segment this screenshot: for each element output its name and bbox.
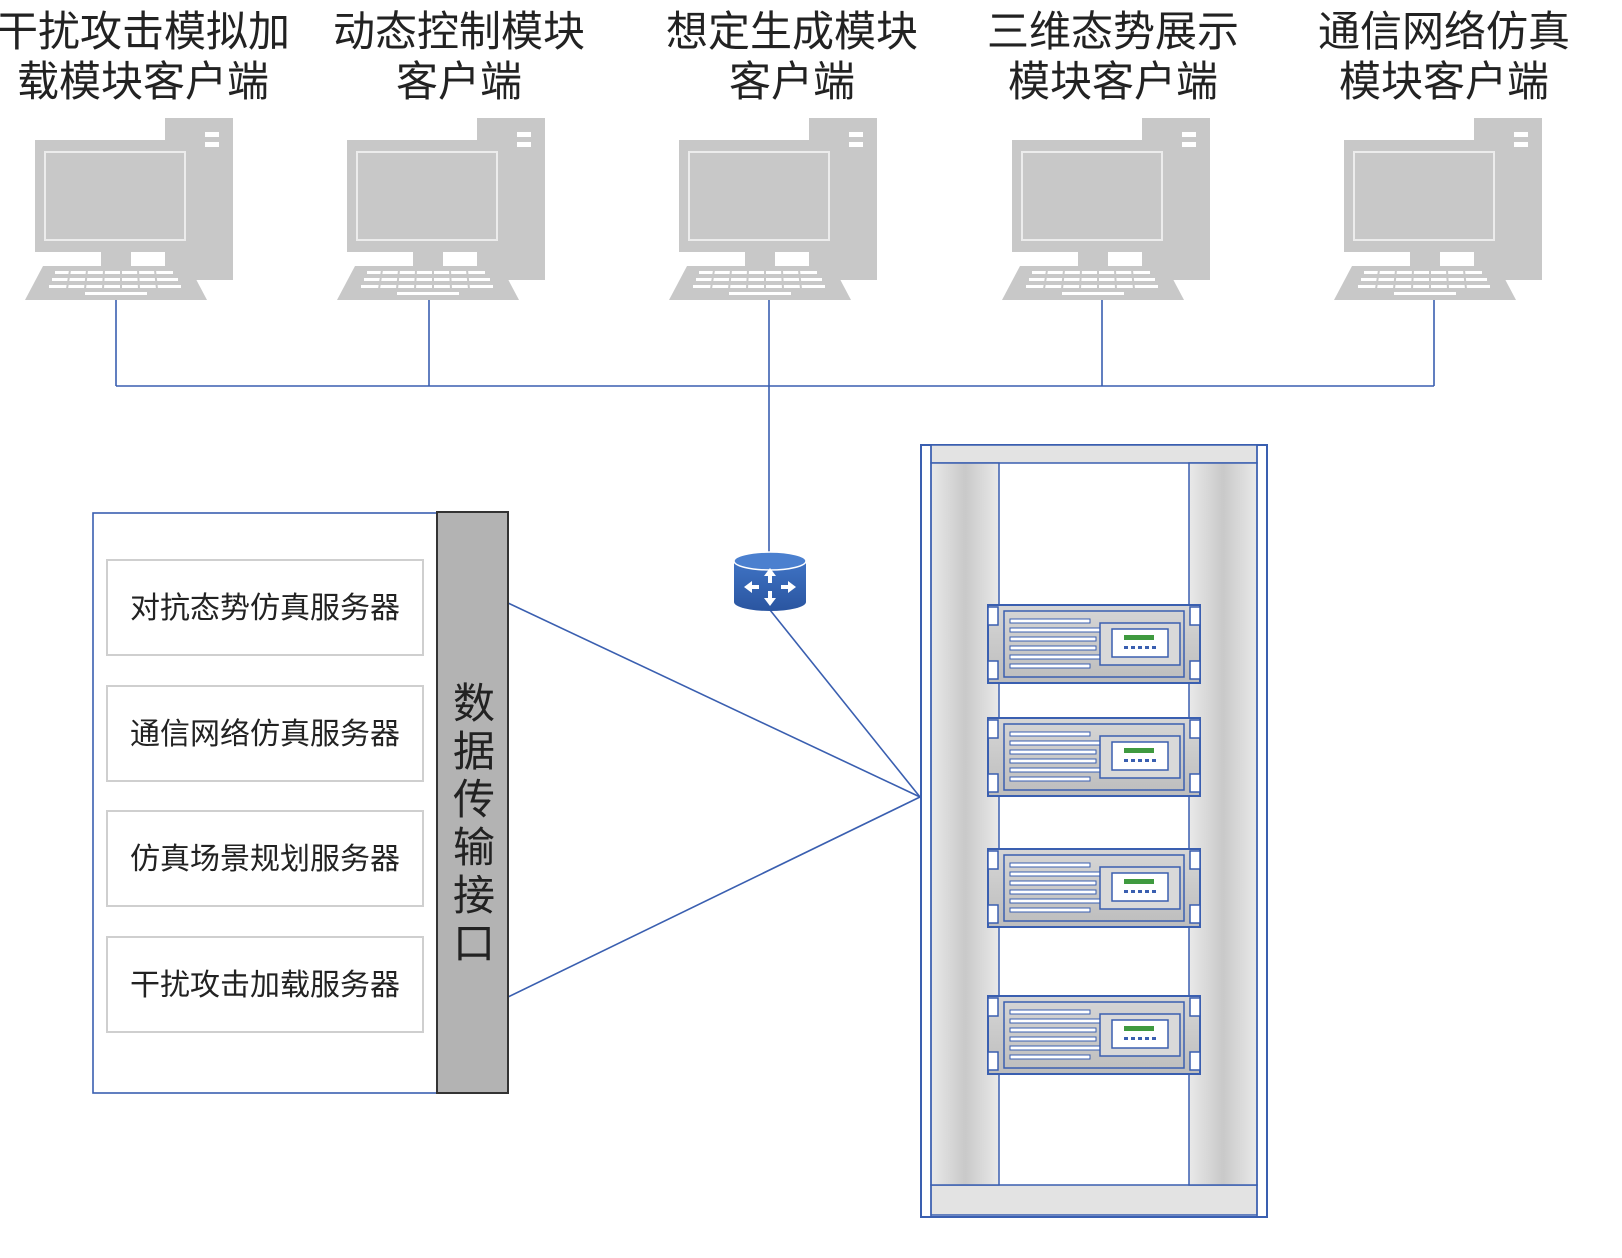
client-labels: 干扰攻击模拟加 载模块客户端 动态控制模块 客户端 想定生成模块 客户端 三维态… (0, 7, 1570, 106)
interface-char-4: 输 (453, 823, 495, 872)
client-label-network-line2: 模块客户端 (1339, 57, 1549, 106)
client-label-jamming-line2: 载模块客户端 (17, 57, 269, 106)
desktop-computer-icon (336, 117, 546, 301)
router-icon (733, 551, 807, 611)
client-label-jamming-line1: 干扰攻击模拟加 (0, 7, 290, 56)
interface-char-6: 口 (453, 919, 495, 968)
client-label-scenario-line2: 客户端 (729, 57, 855, 106)
desktop-computer-icon (1333, 117, 1543, 301)
server-box-scene (106, 810, 424, 907)
client-label-scenario-line1: 想定生成模块 (666, 7, 918, 56)
server-group: 对抗态势仿真服务器 通信网络仿真服务器 仿真场景规划服务器 干扰攻击加载服务器 … (92, 511, 509, 1094)
rack-server-unit (987, 995, 1201, 1075)
rack-server-unit (987, 717, 1201, 797)
client-label-3d-line1: 三维态势展示 (987, 7, 1239, 56)
server-box-jamming (106, 936, 424, 1033)
server-label-network: 通信网络仿真服务器 (130, 717, 400, 752)
interface-char-1: 数 (453, 679, 495, 728)
desktop-computer-icon (668, 117, 878, 301)
server-label-jamming: 干扰攻击加载服务器 (130, 968, 400, 1003)
desktop-computer-icon (1001, 117, 1211, 301)
server-label-adversarial: 对抗态势仿真服务器 (130, 591, 400, 626)
desktop-computer-icon (24, 117, 234, 301)
server-box-network (106, 685, 424, 782)
interface-char-2: 据 (453, 727, 495, 776)
client-label-3d-line2: 模块客户端 (1008, 57, 1218, 106)
client-label-dynamic-line1: 动态控制模块 (333, 7, 585, 56)
server-box-adversarial (106, 559, 424, 656)
client-label-network-line1: 通信网络仿真 (1318, 7, 1570, 56)
data-interface-bar (436, 511, 509, 1094)
rack-server-unit (987, 848, 1201, 928)
interface-char-5: 接 (453, 871, 495, 920)
network-lines (115, 300, 1435, 998)
server-label-scene: 仿真场景规划服务器 (130, 842, 400, 877)
client-label-dynamic-line2: 客户端 (396, 57, 522, 106)
server-rack-icon (920, 444, 1268, 1218)
rack-server-unit (987, 604, 1201, 684)
interface-char-3: 传 (453, 775, 495, 824)
